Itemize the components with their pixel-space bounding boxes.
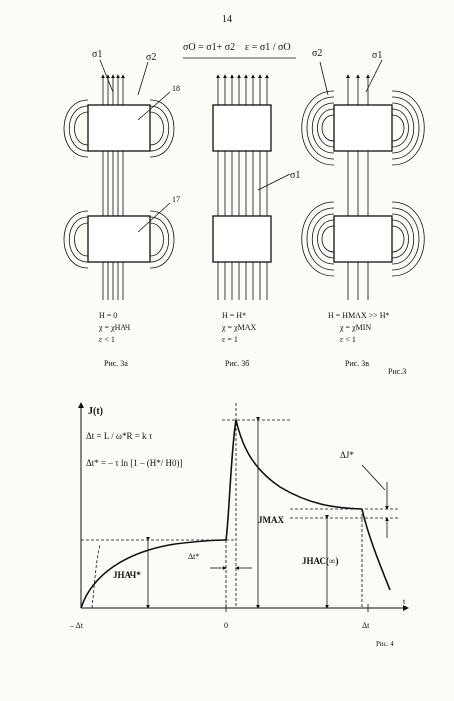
fig4-eq1: Δt = L / ω*R = k τ (86, 431, 153, 441)
fig3a-caption: Рис. 3а (104, 359, 128, 368)
fig3-formula-sum: σO = σ1+ σ2 (183, 42, 235, 53)
fig4-eq2: Δt* = – τ ln [1 – (H*/ H0)] (86, 458, 182, 468)
fig3a-h: H = 0 (99, 311, 117, 320)
fig3b-diagram (212, 74, 291, 300)
fig3c-core-lower (333, 215, 393, 263)
fig3a-core-upper (87, 104, 151, 152)
fig4-tick-dt: Δt (362, 621, 370, 630)
fig4-curve-rise (80, 539, 227, 609)
fig4-plot (78, 402, 409, 612)
fig3a-chi: χ = χНАЧ (98, 323, 130, 332)
fig3a-sigma1: σ1 (92, 49, 102, 60)
fig4-x-axis-label: t (403, 597, 406, 606)
fig3c-caption: Рис. 3в (345, 359, 369, 368)
fig4-curve-jump (225, 419, 237, 541)
fig3b-h: H = H* (222, 311, 246, 320)
fig3b-eps: ε = 1 (222, 335, 238, 344)
fig3b-sigma1: σ1 (290, 170, 300, 181)
fig4-label-jmax: JMAX (258, 515, 284, 525)
fig3b-core-lower (212, 215, 272, 263)
fig4-tick-zero: 0 (224, 621, 228, 630)
fig4-caption: Рис. 4 (376, 640, 394, 648)
fig3c-eps: ε < 1 (340, 335, 356, 344)
fig4-curve-drop (361, 508, 391, 591)
fig3a-ref-17: 17 (172, 195, 180, 204)
fig3c-sigma1: σ1 (372, 50, 382, 61)
fig4-label-dtstar: Δt* (188, 552, 199, 561)
fig3c-diagram (301, 59, 425, 300)
fig3b-core-upper (212, 104, 272, 152)
fig3c-h: H = HMAX >> H* (328, 311, 390, 320)
fig3a-eps: ε < 1 (99, 335, 115, 344)
page-number: 14 (222, 14, 232, 25)
fig3a-diagram (63, 59, 175, 300)
fig3c-sigma2: σ2 (312, 48, 322, 59)
fig3a-sigma2: σ2 (146, 52, 156, 63)
fig4-label-jnach: JНАЧ* (113, 570, 141, 580)
fig3-formula-ratio: ε = σ1 / σO (245, 42, 291, 53)
fig3a-ref-18: 18 (172, 84, 180, 93)
fig4-curve-decay (235, 419, 363, 510)
fig3-caption: Рис.3 (388, 367, 406, 376)
fig3a-core-lower (87, 215, 151, 263)
fig3b-chi: χ = χMAX (221, 323, 257, 332)
fig4-y-axis-label: J(t) (88, 406, 103, 417)
fig4-tick-minus-dt: – Δt (69, 621, 84, 630)
fig4-label-jnas: JНАС(∞) (302, 556, 338, 566)
fig4-label-dj: ΔJ* (340, 450, 354, 460)
fig3c-chi: χ = χMIN (339, 323, 371, 332)
fig3c-core-upper (333, 104, 393, 152)
fig3b-caption: Рис. 3б (225, 359, 249, 368)
